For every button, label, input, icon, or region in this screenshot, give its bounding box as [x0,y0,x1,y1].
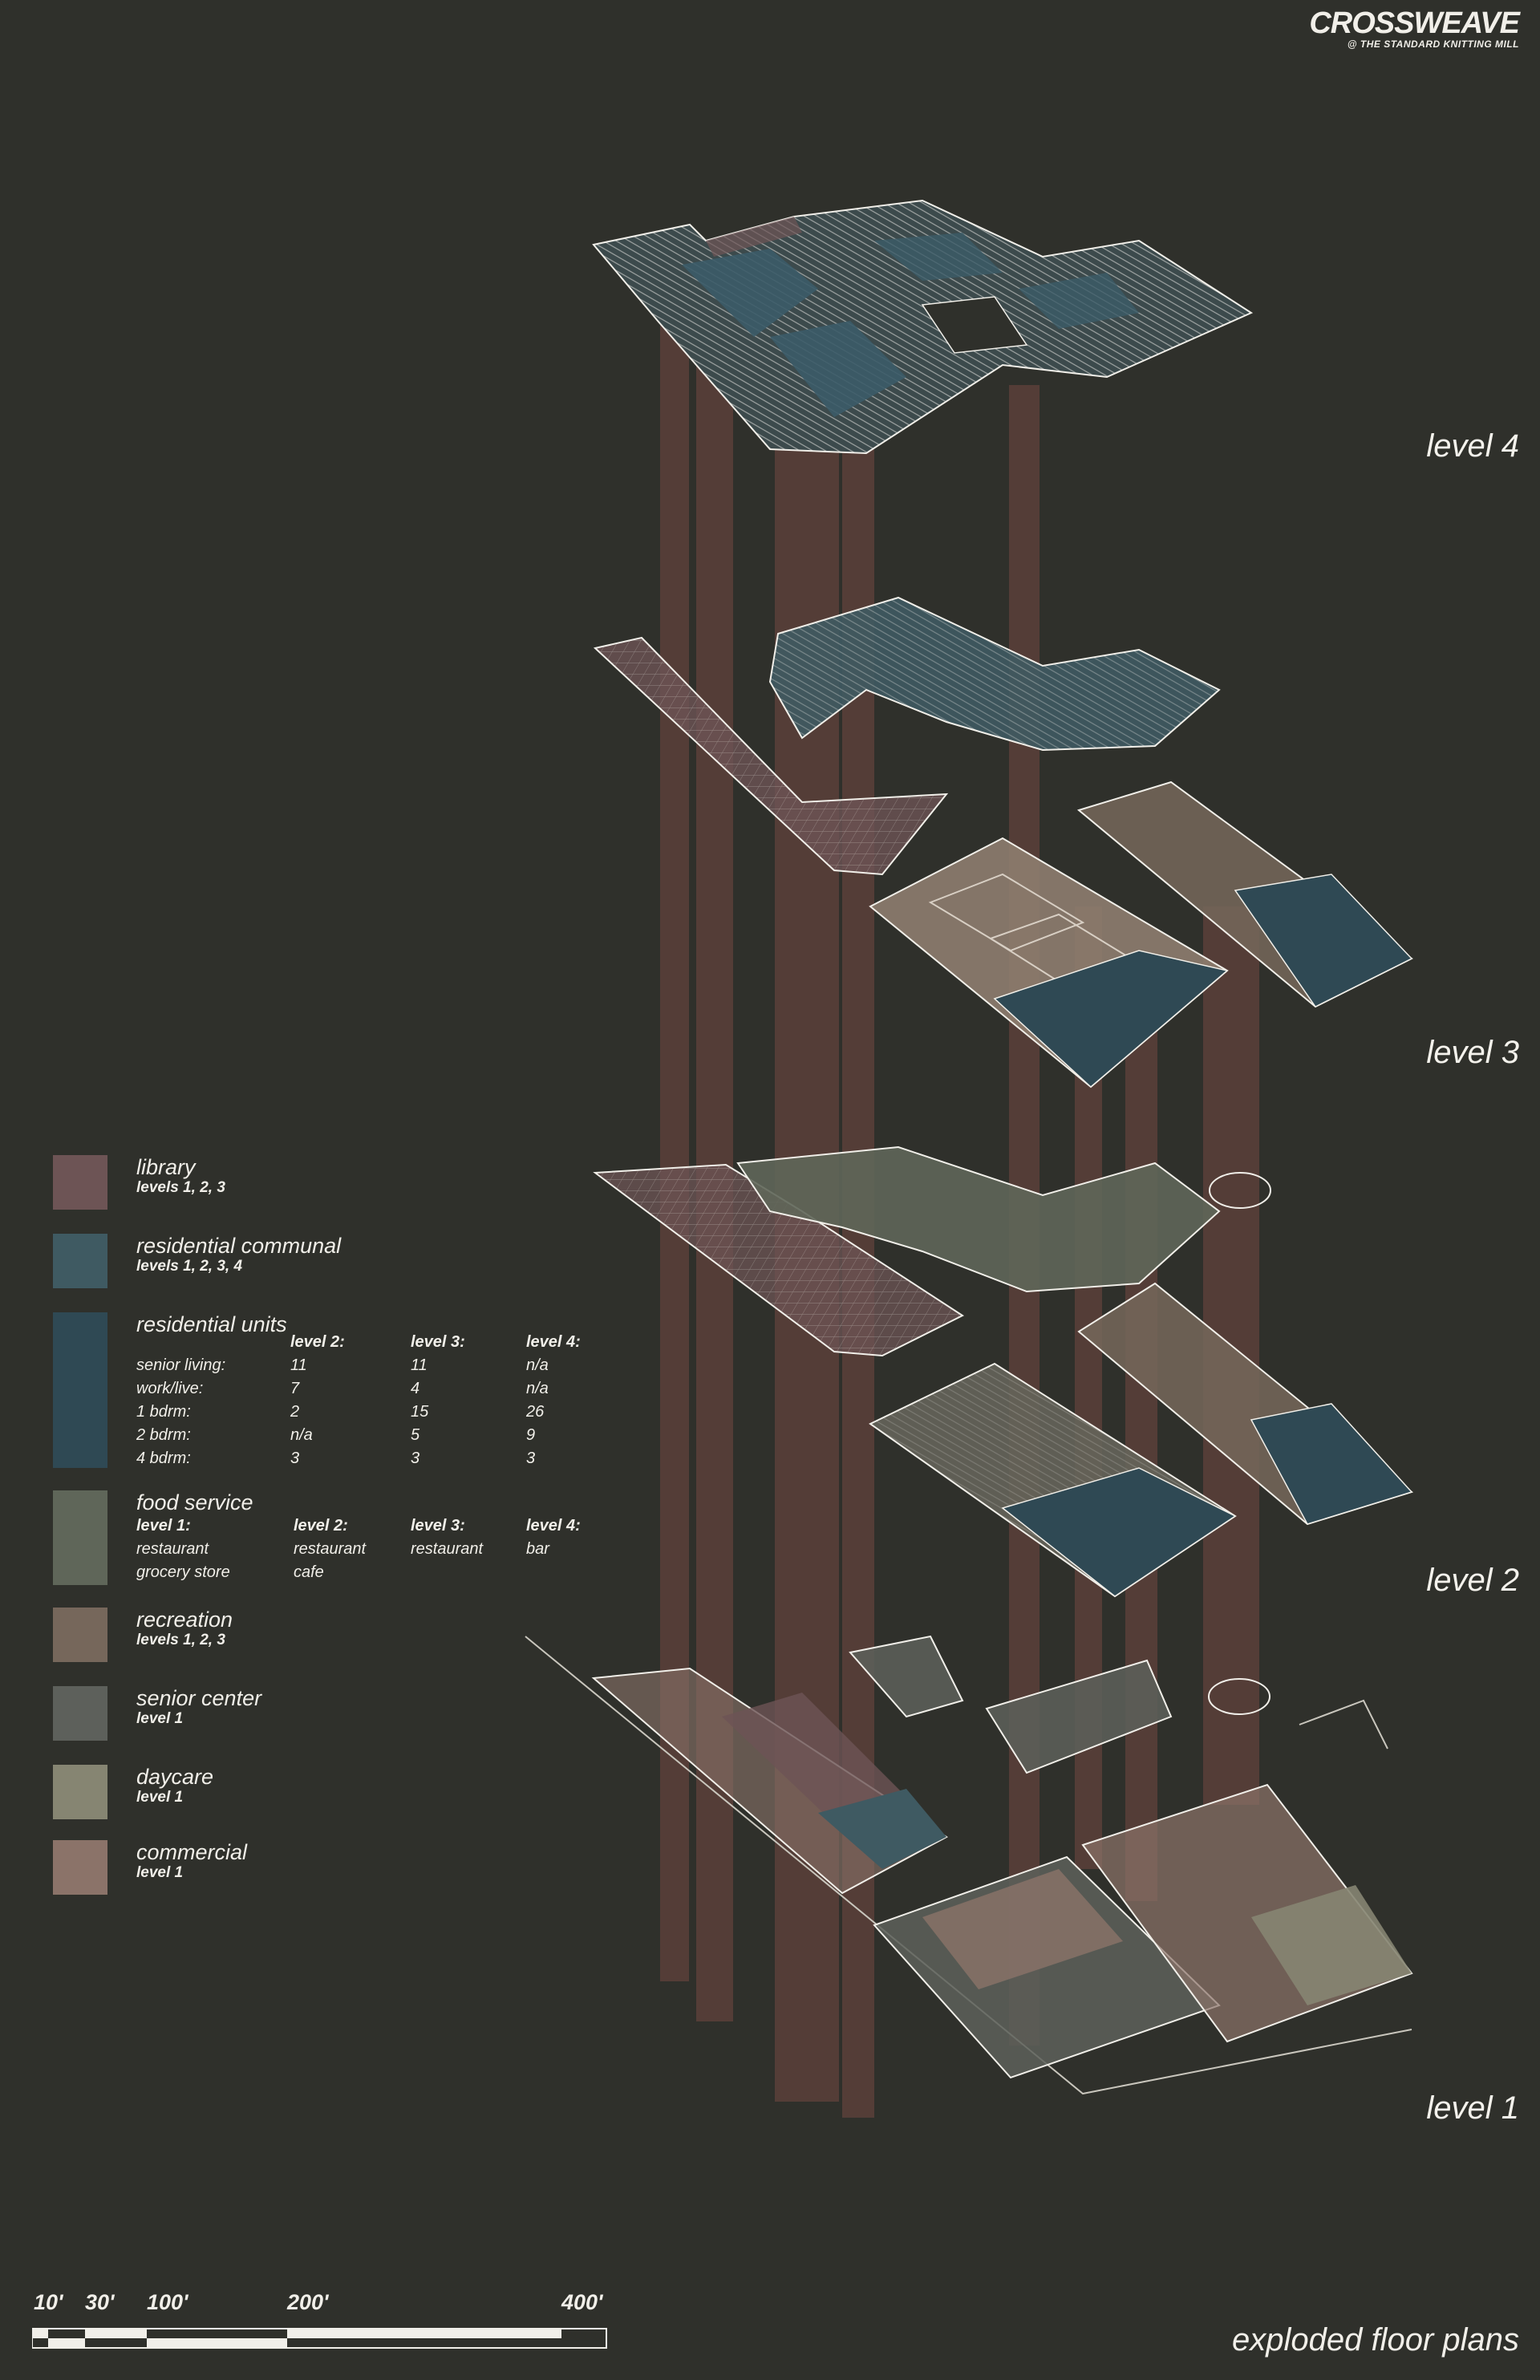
level-3-label: level 3 [1426,1035,1519,1070]
swatch-library [53,1155,107,1210]
food-col-header: level 1: [136,1517,191,1535]
drawing-caption: exploded floor plans [1231,2322,1519,2358]
units-cell: 7 [290,1380,300,1397]
legend-title-commercial: commercial [136,1840,248,1864]
legend-title-residential-communal: residential communal [136,1234,342,1258]
food-col-level-2: level 2: restaurant cafe [294,1514,366,1584]
brand-subtitle: @ THE STANDARD KNITTING MILL [1347,39,1519,50]
floor-plate-level-4 [592,199,1254,455]
units-row-label: work/live: [136,1380,204,1397]
legend-title-residential-units: residential units [136,1312,287,1336]
food-item: cafe [294,1563,324,1581]
food-item: restaurant [411,1540,484,1558]
units-row-label: 2 bdrm: [136,1426,191,1444]
legend-levels-senior-center: level 1 [136,1710,184,1727]
units-cell: 3 [526,1449,536,1467]
scale-bar: 10' 30' 100' 200' 400' [32,2290,610,2354]
brand-title: CROSSWEAVE [1309,6,1520,40]
swatch-residential-units [53,1312,107,1468]
units-cell: n/a [526,1380,549,1397]
units-col-header: level 2: [290,1333,345,1351]
scale-label: 400' [561,2290,603,2314]
units-col-level-4: level 4: n/a n/a 26 9 3 [526,1331,581,1470]
food-item: restaurant [294,1540,367,1558]
units-row-label: 4 bdrm: [136,1449,191,1467]
scale-label: 200' [287,2290,329,2314]
units-cell: 15 [411,1403,429,1421]
legend-levels-daycare: level 1 [136,1789,184,1806]
units-col-level-3: level 3: 11 4 15 5 3 [411,1331,465,1470]
legend-title-daycare: daycare [136,1765,214,1789]
units-cell: 9 [526,1426,536,1444]
units-cell: 11 [411,1356,428,1374]
units-row-label: senior living: [136,1356,226,1374]
swatch-daycare [53,1765,107,1819]
level-4-label: level 4 [1426,428,1519,464]
swatch-senior-center [53,1686,107,1741]
legend-levels-commercial: level 1 [136,1864,184,1881]
floor-plate-level-1 [525,1635,1413,2095]
legend-title-food-service: food service [136,1490,253,1514]
food-col-level-4: level 4: bar [526,1514,581,1561]
units-cell: 11 [290,1356,307,1374]
units-col-header: level 4: [526,1333,581,1351]
food-col-level-1: level 1: restaurant grocery store [136,1514,230,1584]
legend-title-senior-center: senior center [136,1686,262,1710]
level-1-label: level 1 [1426,2090,1519,2126]
units-cell: n/a [526,1356,549,1374]
legend-levels-library: levels 1, 2, 3 [136,1179,225,1196]
units-cell: n/a [290,1426,313,1444]
food-col-header: level 2: [294,1517,348,1535]
food-col-header: level 3: [411,1517,465,1535]
food-item: grocery store [136,1563,230,1581]
food-item: restaurant [136,1540,209,1558]
legend-title-library: library [136,1155,196,1179]
units-row-labels: senior living: work/live: 1 bdrm: 2 bdrm… [136,1354,225,1470]
units-cell: 2 [290,1403,300,1421]
units-cell: 26 [526,1403,545,1421]
floor-plate-level-3 [593,596,1413,1089]
scale-bar-graphic [32,2328,607,2349]
units-cell: 3 [411,1449,420,1467]
swatch-food-service [53,1490,107,1585]
food-col-level-3: level 3: restaurant [411,1514,483,1561]
scale-label: 30' [85,2290,115,2314]
legend-title-recreation: recreation [136,1608,233,1632]
scale-label: 10' [34,2290,63,2314]
units-cell: 4 [411,1380,420,1397]
legend-levels-recreation: levels 1, 2, 3 [136,1632,225,1648]
legend-levels-residential-communal: levels 1, 2, 3, 4 [136,1258,243,1275]
units-cell: 5 [411,1426,420,1444]
food-col-header: level 4: [526,1517,581,1535]
floor-plate-level-2 [593,1145,1414,1598]
scale-label: 100' [147,2290,188,2314]
units-row-label: 1 bdrm: [136,1403,191,1421]
swatch-residential-communal [53,1234,107,1288]
level-2-label: level 2 [1426,1563,1519,1598]
units-col-level-2: level 2: 11 7 2 n/a 3 [290,1331,345,1470]
brand-block: CROSSWEAVE @ THE STANDARD KNITTING MILL [1309,6,1520,50]
swatch-commercial [53,1840,107,1895]
units-col-header: level 3: [411,1333,465,1351]
food-item: bar [526,1540,549,1558]
units-cell: 3 [290,1449,300,1467]
swatch-recreation [53,1608,107,1662]
